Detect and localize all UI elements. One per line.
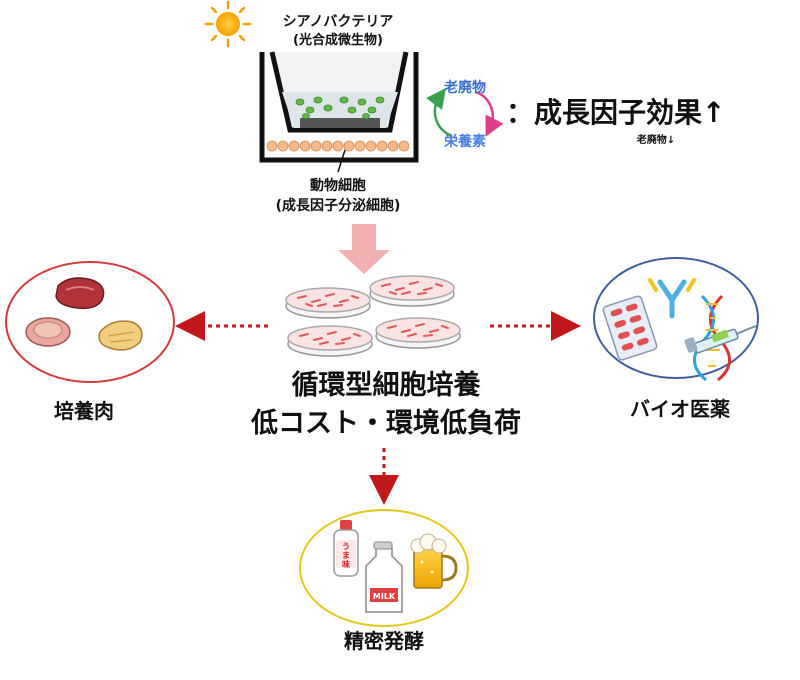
meat-icon [55, 277, 105, 310]
cyanobacteria-label: シアノバクテリア [283, 14, 394, 30]
petri-dishes-icon [285, 275, 461, 357]
milk-jug-icon: MILK [365, 541, 403, 613]
petri-dish [369, 275, 455, 307]
animal-cells [266, 140, 410, 152]
animal-cell-label: 動物細胞 [310, 177, 366, 194]
ham-icon [25, 317, 71, 347]
biopharma-label: バイオ医薬 [630, 397, 730, 421]
cultured-meat-label: 培養肉 [54, 399, 114, 423]
culture-well-icon [259, 51, 419, 163]
cultured-meat-ellipse [5, 261, 175, 383]
svg-text:味: 味 [342, 559, 350, 569]
nutrient-label: 栄養素 [443, 133, 486, 150]
center-title-line2: 低コスト・環境低負荷 [250, 408, 521, 439]
syringe-icon [684, 325, 757, 354]
waste-label: 老廃物 [444, 79, 486, 96]
animal-pointer-line [337, 149, 346, 173]
pink-down-arrow [338, 224, 390, 274]
svg-text:ま: ま [342, 551, 350, 560]
beer-mug-icon [410, 533, 458, 589]
sun-icon [204, 0, 252, 48]
petri-dish [287, 325, 373, 357]
animal-cell-sublabel: (成長因子分泌細胞) [276, 197, 401, 214]
chicken-icon [98, 320, 143, 351]
umami-bottle-text: う [342, 542, 350, 551]
growth-factor-effect: ：成長因子効果↑ [506, 96, 725, 129]
petri-dish [285, 287, 371, 319]
cyanobacteria-sublabel: (光合成微生物) [293, 32, 383, 48]
petri-dish [375, 317, 461, 349]
milk-label: MILK [373, 592, 396, 601]
cyanobacteria-cells [295, 96, 385, 119]
cycle-icon [426, 87, 504, 138]
pill-pack-icon [602, 295, 658, 361]
precision-fermentation-label: 精密発酵 [344, 629, 424, 653]
antibody-icon [648, 278, 696, 319]
waste-decrease-label: 老廃物↓ [636, 133, 675, 146]
umami-bottle-icon: う ま 味 [333, 520, 359, 577]
center-title-line1: 循環型細胞培養 [292, 369, 482, 401]
